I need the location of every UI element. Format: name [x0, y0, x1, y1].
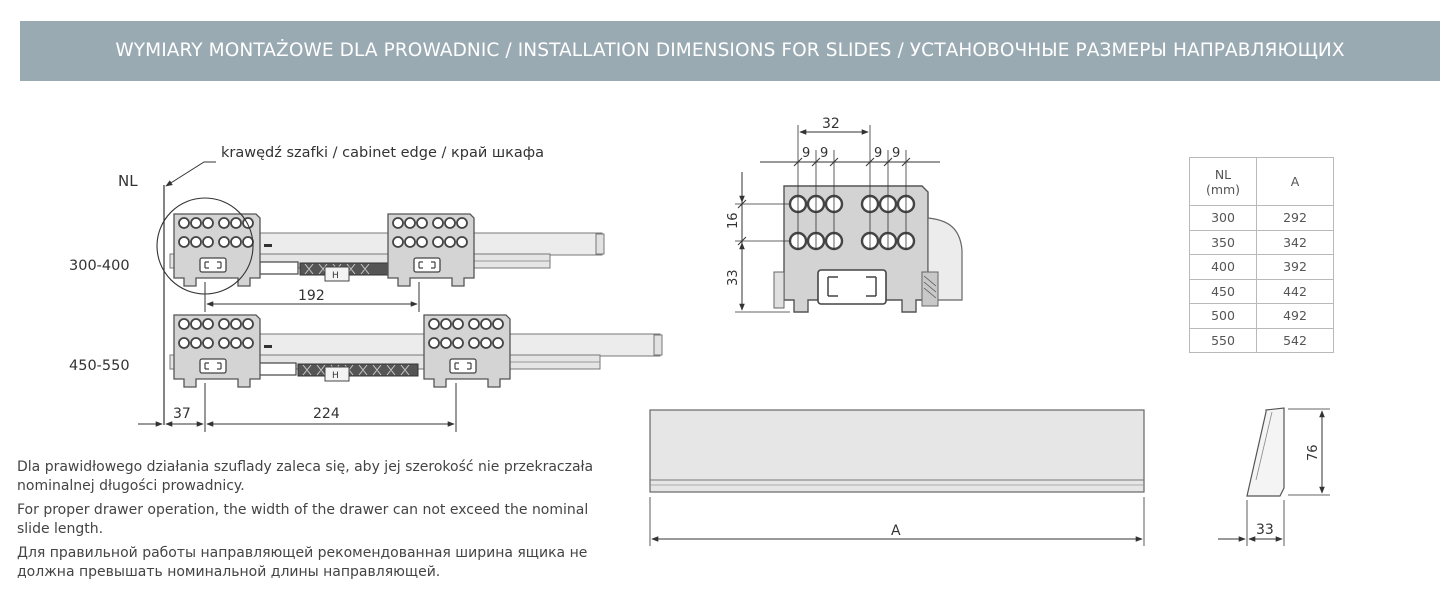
table-row: 550 542: [1189, 327, 1334, 353]
range-450-550: 450-550: [69, 358, 130, 374]
dim-a: A: [891, 523, 901, 539]
table-cell-a: 492: [1256, 303, 1334, 329]
table-row: 500 492: [1189, 303, 1334, 329]
dim-9-b: 9: [820, 146, 828, 161]
table-header-unit: (mm): [1205, 181, 1241, 197]
table-row: 300 292: [1189, 205, 1334, 231]
table-header-nl: NL (mm): [1189, 157, 1257, 206]
table-cell-a: 542: [1256, 327, 1334, 353]
front-panel: A: [649, 409, 1145, 546]
table-header-nl-label: NL: [1214, 166, 1232, 182]
dim-16: 16: [726, 212, 741, 229]
slide-short: H: [156, 197, 605, 295]
dim-33-side: 33: [726, 269, 741, 286]
header-banner: WYMIARY MONTAŻOWE DLA PROWADNIC / INSTAL…: [20, 21, 1440, 81]
dim-192: 192: [298, 288, 325, 304]
slides-drawing: NL krawędź szafki / cabinet edge / край …: [69, 145, 663, 432]
table-cell-nl: 450: [1189, 278, 1257, 304]
slide-marker-1: H: [332, 271, 339, 281]
table-row: 350 342: [1189, 229, 1334, 255]
nl-label: NL: [118, 172, 138, 190]
table-cell-nl: 400: [1189, 254, 1257, 280]
table-cell-nl: 350: [1189, 229, 1257, 255]
table-cell-nl: 550: [1189, 327, 1257, 353]
table-header-a: A: [1256, 157, 1334, 206]
note-russian: Для правильной работы направляющей реком…: [17, 545, 588, 580]
note-english: For proper drawer operation, the width o…: [17, 502, 589, 537]
dim-9-a: 9: [802, 146, 810, 161]
table-cell-nl: 500: [1189, 303, 1257, 329]
dim-33-profile: 33: [1256, 522, 1274, 538]
dim-224: 224: [313, 406, 340, 422]
side-profile: 76 33: [1218, 407, 1330, 546]
table-cell-a: 342: [1256, 229, 1334, 255]
dim-76: 76: [1306, 444, 1321, 461]
dim-9-d: 9: [892, 146, 900, 161]
bracket-detail: 32 9 9 9 9 16 33: [726, 116, 963, 313]
table-cell-nl: 300: [1189, 205, 1257, 231]
table-cell-a: 442: [1256, 278, 1334, 304]
cabinet-edge-label: krawędź szafki / cabinet edge / край шка…: [221, 145, 544, 161]
dim-32: 32: [822, 116, 840, 132]
slide-marker-2: H: [332, 371, 339, 381]
dimensions-table: NL (mm) A 300 292 350 342 400 392 450 44…: [1189, 157, 1334, 353]
table-cell-a: 292: [1256, 205, 1334, 231]
usage-notes: Dla prawidłowego działania szuflady zale…: [17, 458, 617, 587]
dim-9-c: 9: [874, 146, 882, 161]
table-row: 400 392: [1189, 254, 1334, 280]
table-row: 450 442: [1189, 278, 1334, 304]
table-cell-a: 392: [1256, 254, 1334, 280]
dim-37: 37: [173, 406, 191, 422]
note-polish: Dla prawidłowego działania szuflady zale…: [17, 459, 594, 494]
range-300-400: 300-400: [69, 258, 130, 274]
slide-long: H: [169, 314, 663, 388]
page-title: WYMIARY MONTAŻOWE DLA PROWADNIC / INSTAL…: [115, 40, 1345, 61]
